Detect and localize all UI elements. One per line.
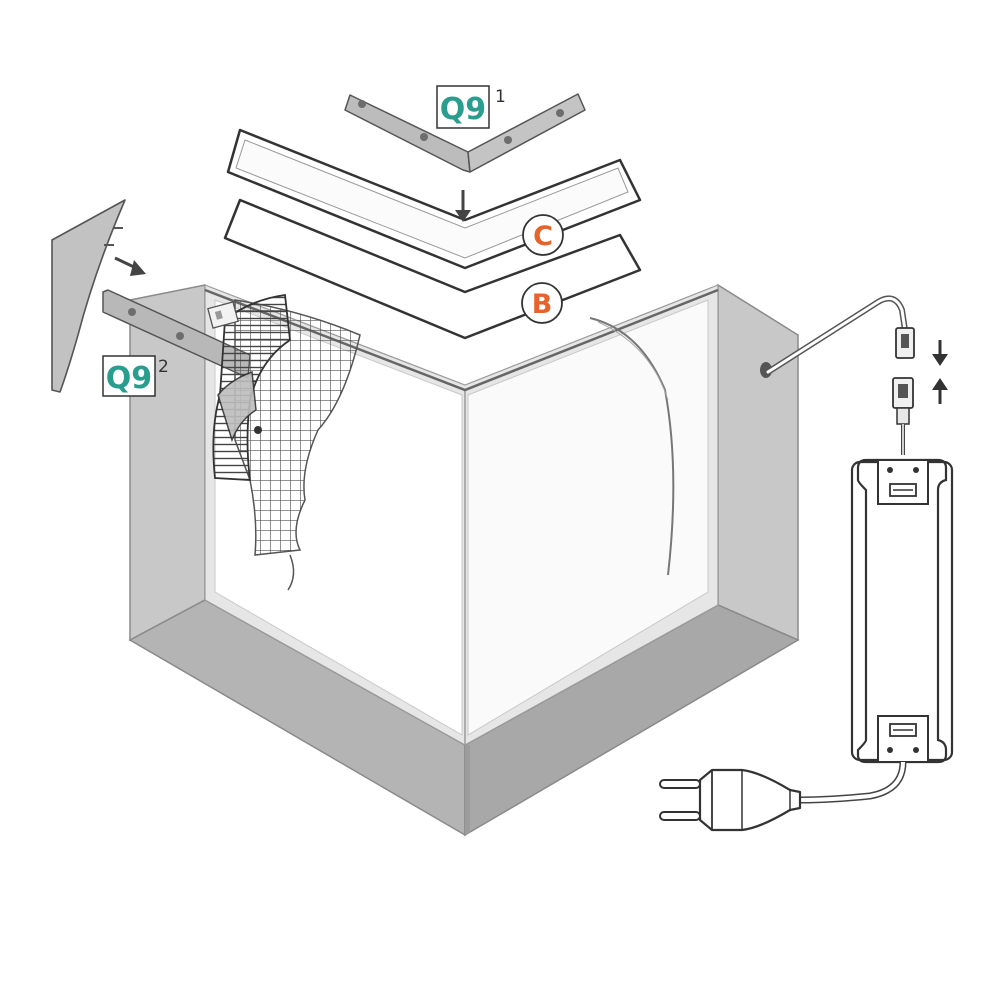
connect-arrows-icon [932,340,948,404]
wall-corner [128,283,800,837]
push-arrow-icon [114,256,146,276]
power-plug-icon [659,768,802,832]
label-c-text: C [533,221,553,252]
reinforcement-mesh-icon [212,293,361,591]
label-c: C [522,214,564,256]
wall-right-face [717,283,799,642]
wall-inner-right [467,299,709,736]
label-q9-top: Q9 1 [436,85,506,129]
connector-icon [892,327,915,455]
corner-bracket-icon [344,93,586,173]
cable [765,295,908,375]
label-q9-left: Q9 2 [102,355,169,397]
label-q9-left-sup: 2 [158,357,169,377]
led-power-supply-icon [850,458,954,764]
label-q9-top-text: Q9 [440,92,486,127]
wall-front-edge [465,745,470,835]
label-q9-top-sup: 1 [495,87,506,107]
label-b: B [521,282,563,324]
mains-cable [799,761,907,804]
paper-flap [589,317,675,576]
push-arrow-icon [455,190,471,222]
connector-icon [207,301,239,329]
label-q9-left-text: Q9 [106,361,152,396]
label-b-text: B [532,289,553,320]
end-cap-icon [51,199,126,393]
